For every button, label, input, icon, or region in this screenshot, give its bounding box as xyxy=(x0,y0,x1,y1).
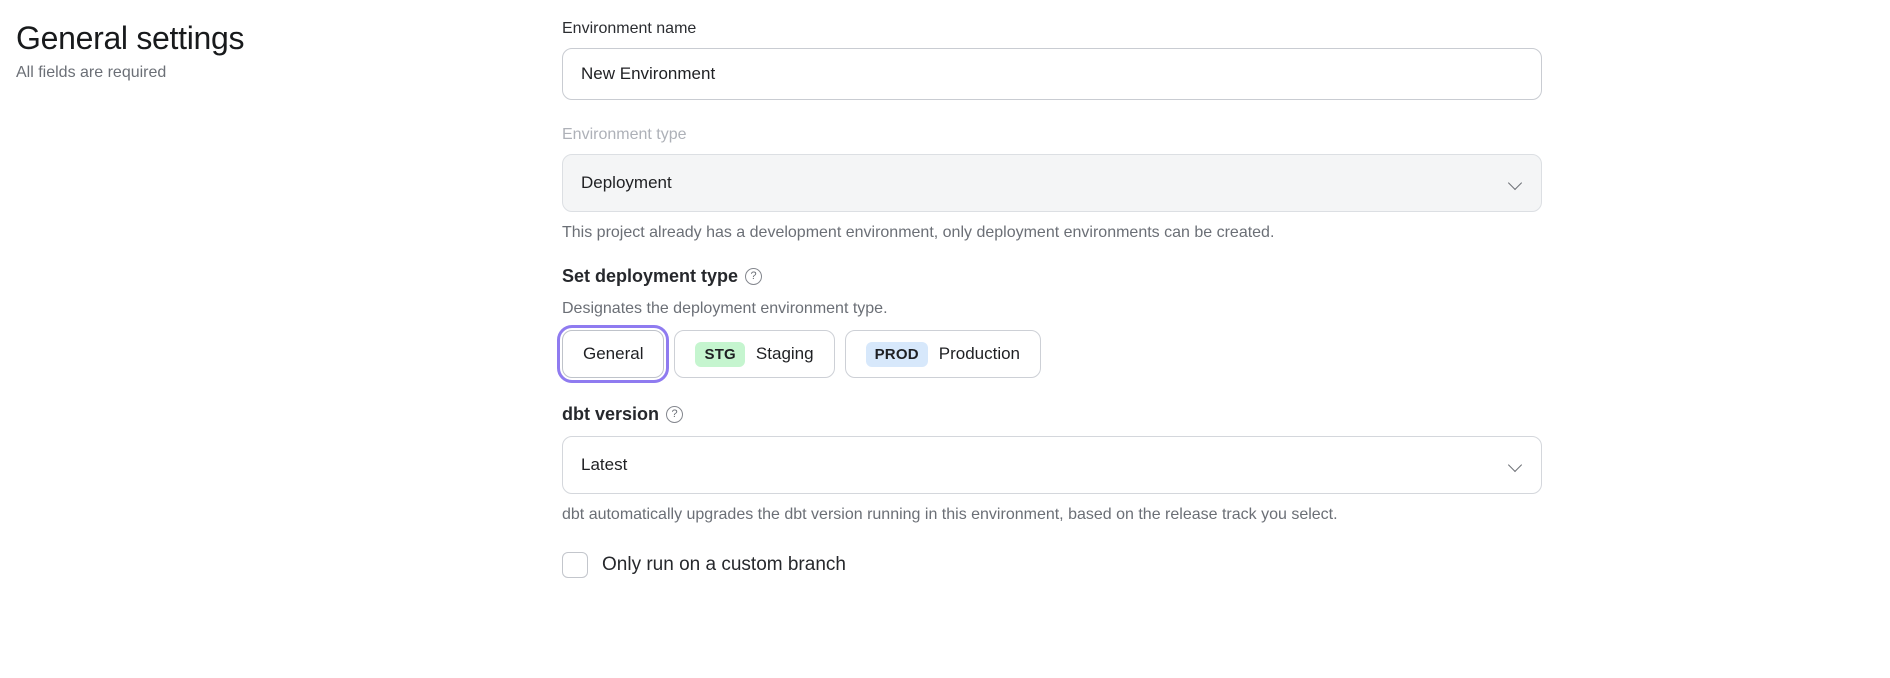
page-title: General settings xyxy=(16,20,245,56)
question-circle-icon[interactable]: ? xyxy=(666,405,684,423)
deployment-type-label: Set deployment type xyxy=(562,266,739,286)
custom-branch-checkbox[interactable] xyxy=(562,552,588,578)
question-circle-icon[interactable]: ? xyxy=(745,267,763,285)
dbt-version-title: dbt version ? xyxy=(562,402,1562,426)
environment-type-select[interactable]: Deployment xyxy=(562,154,1542,212)
environment-name-label: Environment name xyxy=(562,20,697,37)
deployment-type-option-staging[interactable]: STG Staging xyxy=(674,330,835,378)
deployment-type-field-group: Set deployment type ? Designates the dep… xyxy=(556,264,1562,383)
chevron-down-icon xyxy=(1509,458,1523,472)
dbt-version-helper-text: dbt automatically upgrades the dbt versi… xyxy=(562,506,1338,523)
production-badge: PROD xyxy=(865,341,928,367)
dbt-version-field-group: dbt version ? Latest dbt automatically u… xyxy=(562,402,1562,526)
staging-badge: STG xyxy=(695,341,745,367)
page-subtitle: All fields are required xyxy=(16,64,167,81)
dbt-version-value: Latest xyxy=(581,455,628,474)
settings-header-column: General settings All fields are required xyxy=(0,18,562,678)
deployment-type-option-staging-label: Staging xyxy=(755,344,814,363)
environment-type-value: Deployment xyxy=(581,173,672,192)
environment-name-field-group: Environment name New Environment xyxy=(562,18,1562,100)
environment-type-helper-text: This project already has a development e… xyxy=(562,224,1275,241)
deployment-type-title: Set deployment type ? xyxy=(562,264,1562,288)
environment-name-value: New Environment xyxy=(581,64,716,83)
settings-form-column: Environment name New Environment Environ… xyxy=(556,18,1562,678)
custom-branch-row[interactable]: Only run on a custom branch xyxy=(562,552,1562,578)
deployment-type-option-general[interactable]: General xyxy=(556,325,670,383)
deployment-type-option-production-label: Production xyxy=(938,344,1021,363)
deployment-type-option-production[interactable]: PROD Production xyxy=(844,330,1042,378)
deployment-type-option-general-label: General xyxy=(583,344,644,363)
deployment-type-description: Designates the deployment environment ty… xyxy=(562,300,888,317)
environment-name-input[interactable]: New Environment xyxy=(562,48,1542,100)
dbt-version-select[interactable]: Latest xyxy=(562,436,1542,494)
chevron-down-icon xyxy=(1509,176,1523,190)
deployment-type-option-group: General STG Staging PROD Production xyxy=(556,325,1562,383)
environment-type-field-group: Environment type Deployment This project… xyxy=(562,124,1562,244)
dbt-version-label: dbt version xyxy=(562,404,660,424)
environment-type-label: Environment type xyxy=(562,126,687,143)
custom-branch-label: Only run on a custom branch xyxy=(602,554,846,575)
